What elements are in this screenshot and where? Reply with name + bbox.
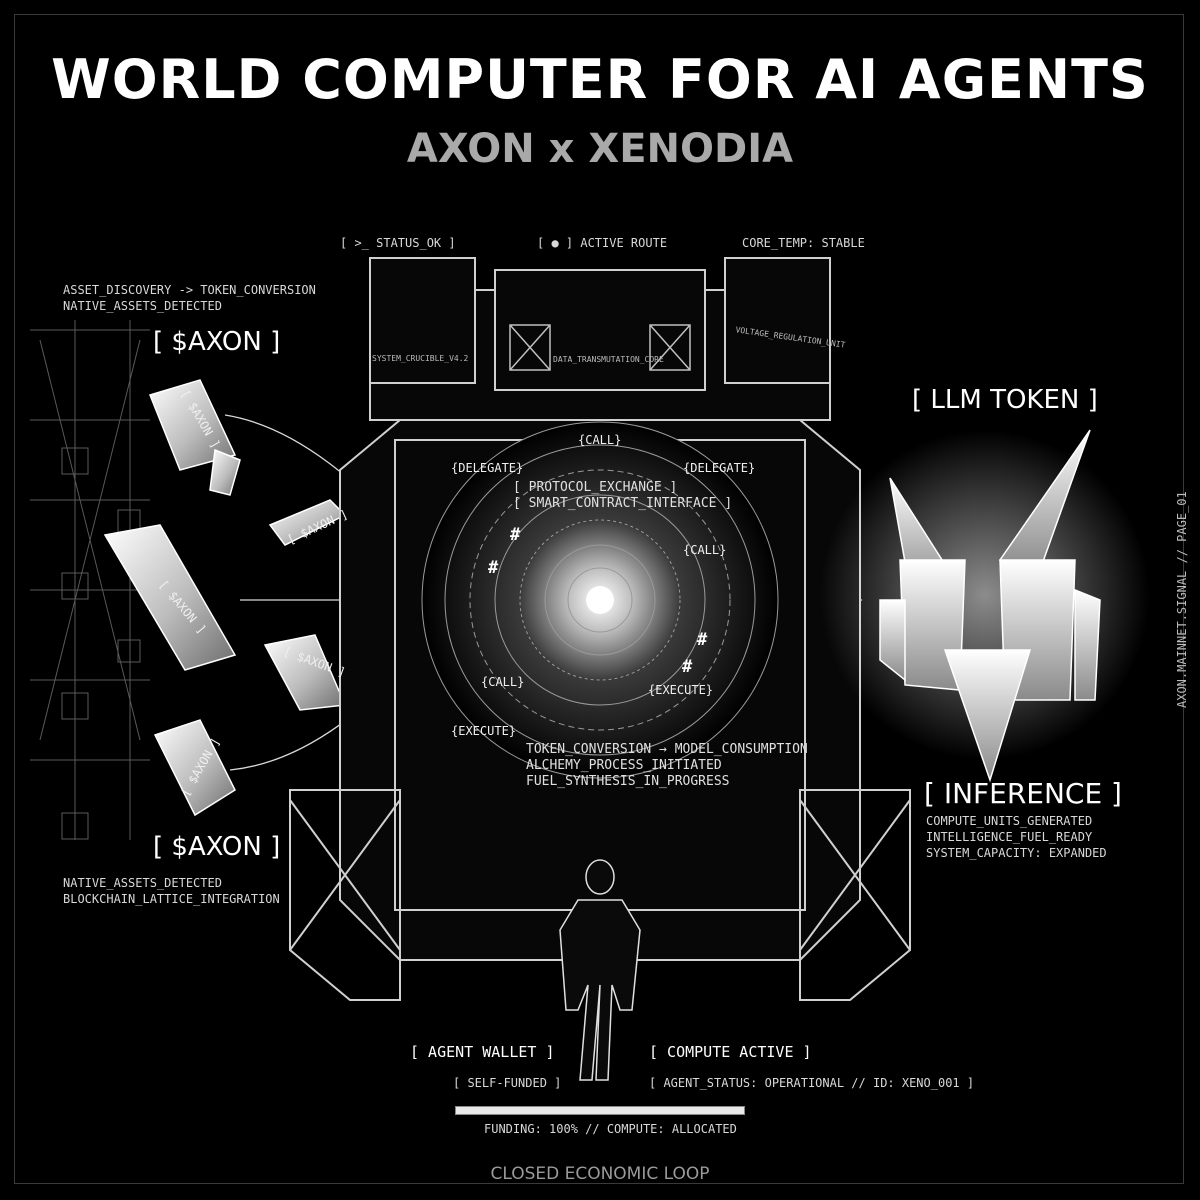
process-line-2: ALCHEMY_PROCESS_INITIATED (526, 758, 722, 773)
hash-glyph: # (488, 558, 499, 578)
protocol-exchange-label: [ PROTOCOL_EXCHANGE ] (513, 480, 678, 495)
call-tag: {CALL} (578, 433, 622, 447)
llm-token-label: [ LLM TOKEN ] (912, 385, 1098, 415)
llm-token-crystal (820, 429, 1150, 783)
self-funded-label: [ SELF-FUNDED ] (453, 1076, 562, 1090)
process-line-3: FUEL_SYNTHESIS_IN_PROGRESS (526, 774, 730, 789)
page-subtitle: AXON x XENODIA (406, 126, 794, 172)
system-capacity-text: SYSTEM_CAPACITY: EXPANDED (926, 846, 1107, 860)
axon-label-top: [ $AXON ] (153, 327, 281, 357)
machine-module-crosses (509, 324, 691, 371)
core-temp-label: CORE_TEMP: STABLE (742, 236, 865, 250)
delegate-tag: {DELEGATE} (683, 461, 756, 475)
agent-wallet-label: [ AGENT WALLET ] (410, 1043, 555, 1061)
process-line-1: TOKEN_CONVERSION → MODEL_CONSUMPTION (526, 742, 808, 757)
hash-glyph: # (682, 657, 693, 677)
blockchain-lattice (30, 320, 150, 840)
asset-discovery-text: ASSET_DISCOVERY -> TOKEN_CONVERSION (63, 283, 316, 297)
closed-loop-footer: CLOSED ECONOMIC LOOP (490, 1164, 710, 1184)
page-title: WORLD COMPUTER FOR AI AGENTS (51, 48, 1149, 111)
hash-glyph: # (697, 630, 708, 650)
native-assets-bottom-text: NATIVE_ASSETS_DETECTED (63, 876, 222, 890)
mainnet-signal-side-text: AXON.MAINNET.SIGNAL // PAGE_01 (1175, 491, 1189, 708)
execute-tag: {EXECUTE} (648, 683, 714, 697)
hash-glyph: # (510, 525, 521, 545)
agent-figure (559, 859, 641, 1081)
funding-text: FUNDING: 100% // COMPUTE: ALLOCATED (484, 1122, 737, 1136)
execute-tag: {EXECUTE} (451, 724, 517, 738)
compute-active-label: [ COMPUTE ACTIVE ] (649, 1043, 812, 1061)
funding-progress-bar (455, 1106, 745, 1115)
inference-label: [ INFERENCE ] (924, 777, 1122, 810)
outer-frame (14, 14, 1184, 1184)
blockchain-lattice-text: BLOCKCHAIN_LATTICE_INTEGRATION (63, 892, 280, 906)
module-center-label: DATA_TRANSMUTATION_CORE (553, 355, 664, 364)
call-tag: {CALL} (481, 675, 525, 689)
axon-shards (103, 379, 347, 817)
delegate-tag: {DELEGATE} (451, 461, 524, 475)
intelligence-fuel-text: INTELLIGENCE_FUEL_READY (926, 830, 1093, 844)
agent-status-label: [ AGENT_STATUS: OPERATIONAL // ID: XENO_… (649, 1076, 975, 1090)
module-left-label: SYSTEM_CRUCIBLE_V4.2 (372, 354, 469, 363)
smart-contract-label: [ SMART_CONTRACT_INTERFACE ] (513, 496, 733, 511)
vortex-core (421, 421, 779, 779)
active-route-label: [ ● ] ACTIVE ROUTE (537, 236, 668, 250)
axon-label-bottom: [ $AXON ] (153, 832, 281, 862)
call-tag: {CALL} (683, 543, 727, 557)
compute-units-text: COMPUTE_UNITS_GENERATED (926, 814, 1093, 828)
funding-progress-fill (456, 1107, 744, 1114)
native-assets-text: NATIVE_ASSETS_DETECTED (63, 299, 222, 313)
status-ok-label: [ >_ STATUS_OK ] (340, 236, 456, 250)
